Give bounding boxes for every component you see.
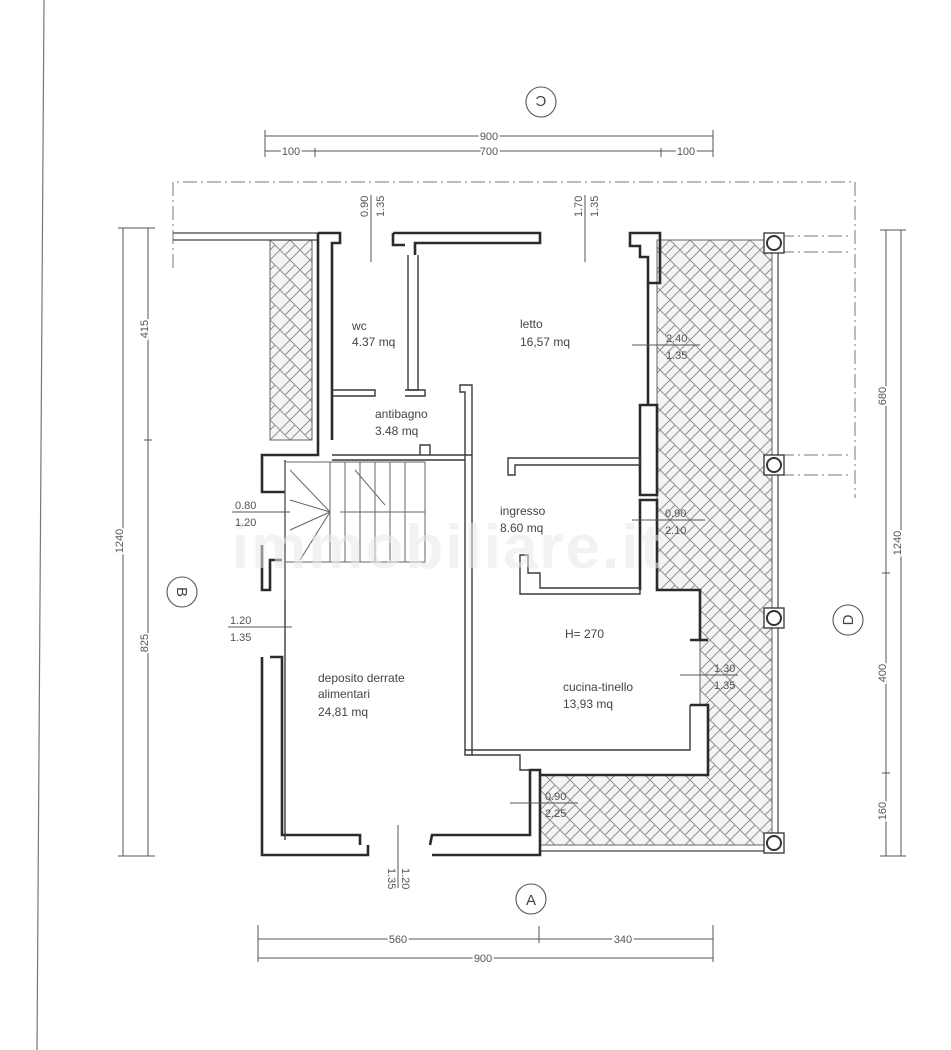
svg-text:1.35: 1.35	[589, 196, 601, 217]
room-cucina: H= 270 cucina-tinello 13,93 mq	[563, 627, 633, 711]
opening-wc-window: 0.90 1.35	[359, 196, 387, 217]
opening-deposito-side-window: 1.20 1.35	[230, 615, 251, 644]
opening-markers	[228, 195, 738, 888]
svg-text:A: A	[526, 892, 536, 909]
room-wc: wc 4.37 mq	[351, 319, 395, 349]
dim-right-total: 1240	[892, 531, 904, 555]
right-dimensions	[880, 229, 906, 857]
room-ingresso: ingresso 8.60 mq	[500, 504, 546, 535]
svg-text:13,93 mq: 13,93 mq	[563, 697, 613, 711]
bottom-dimensions	[257, 925, 714, 962]
left-dimensions	[118, 227, 155, 857]
svg-text:0.90: 0.90	[545, 791, 566, 803]
svg-text:24,81 mq: 24,81 mq	[318, 705, 368, 719]
dim-top-right: 100	[677, 146, 695, 158]
svg-text:1.30: 1.30	[714, 663, 735, 675]
dim-right-upper: 680	[877, 387, 889, 405]
svg-text:1.35: 1.35	[666, 350, 687, 362]
svg-text:alimentari: alimentari	[318, 687, 370, 701]
dim-right-lower: 160	[877, 802, 889, 820]
dim-bottom-total: 900	[474, 953, 492, 965]
overhang-outline	[172, 181, 856, 498]
staircase	[284, 461, 426, 563]
top-dimensions	[264, 130, 714, 157]
svg-text:antibagno: antibagno	[375, 407, 428, 421]
opening-ingresso-door: 0.90 2.10	[665, 508, 686, 537]
terrace-left	[269, 239, 313, 441]
axis-c: C	[525, 86, 557, 118]
svg-text:1.20: 1.20	[230, 615, 251, 627]
svg-text:0.90: 0.90	[359, 196, 371, 217]
svg-text:deposito derrate: deposito derrate	[318, 671, 405, 685]
svg-text:4.37 mq: 4.37 mq	[352, 335, 395, 349]
svg-text:3.48 mq: 3.48 mq	[375, 424, 418, 438]
opening-deposito-door: 0.90 2.25	[545, 791, 566, 820]
dim-right-mid: 400	[877, 664, 889, 682]
ceiling-height: H= 270	[565, 627, 604, 641]
dim-top-mid: 700	[480, 146, 498, 158]
svg-text:1.35: 1.35	[385, 868, 397, 889]
svg-text:1.35: 1.35	[714, 680, 735, 692]
room-antibagno: antibagno 3.48 mq	[375, 407, 428, 438]
columns	[763, 232, 785, 854]
axis-b: B	[166, 576, 198, 608]
dim-left-upper: 415	[139, 320, 151, 338]
svg-text:0.90: 0.90	[665, 508, 686, 520]
svg-text:ingresso: ingresso	[500, 504, 546, 518]
svg-text:cucina-tinello: cucina-tinello	[563, 680, 633, 694]
svg-text:B: B	[173, 587, 190, 597]
dim-left-lower: 825	[139, 634, 151, 652]
dim-top-left: 100	[282, 146, 300, 158]
opening-deposito-bottom-window: 1.20 1.35	[385, 868, 411, 889]
svg-text:8.60 mq: 8.60 mq	[500, 521, 543, 535]
svg-text:letto: letto	[520, 317, 543, 331]
room-letto: letto 16,57 mq	[520, 317, 570, 349]
dim-left-total: 1240	[114, 529, 126, 553]
sheet-border	[36, 0, 45, 1050]
svg-text:1.35: 1.35	[375, 196, 387, 217]
svg-text:C: C	[535, 92, 546, 109]
svg-text:16,57 mq: 16,57 mq	[520, 335, 570, 349]
opening-letto-door: 2.40 1.35	[666, 333, 687, 362]
axis-d: D	[832, 604, 864, 636]
svg-text:wc: wc	[351, 319, 367, 333]
dim-bottom-left: 560	[389, 934, 407, 946]
opening-letto-window: 1.70 1.35	[573, 196, 601, 217]
svg-text:2.10: 2.10	[665, 525, 686, 537]
dim-top-total: 900	[480, 131, 498, 143]
room-deposito: deposito derrate alimentari 24,81 mq	[318, 671, 405, 719]
svg-text:1.70: 1.70	[573, 196, 585, 217]
opening-stair-window: 0.80 1.20	[235, 500, 256, 529]
svg-text:1.20: 1.20	[399, 868, 411, 889]
svg-text:1.35: 1.35	[230, 632, 251, 644]
dim-bottom-right: 340	[614, 934, 632, 946]
axis-a: A	[515, 883, 547, 915]
opening-cucina-window: 1.30 1.35	[714, 663, 735, 692]
svg-text:D: D	[840, 614, 857, 625]
watermark: immobiliare.it	[232, 513, 663, 582]
svg-text:2.25: 2.25	[545, 808, 566, 820]
svg-text:0.80: 0.80	[235, 500, 256, 512]
svg-text:1.20: 1.20	[235, 517, 256, 529]
svg-text:2.40: 2.40	[666, 333, 687, 345]
